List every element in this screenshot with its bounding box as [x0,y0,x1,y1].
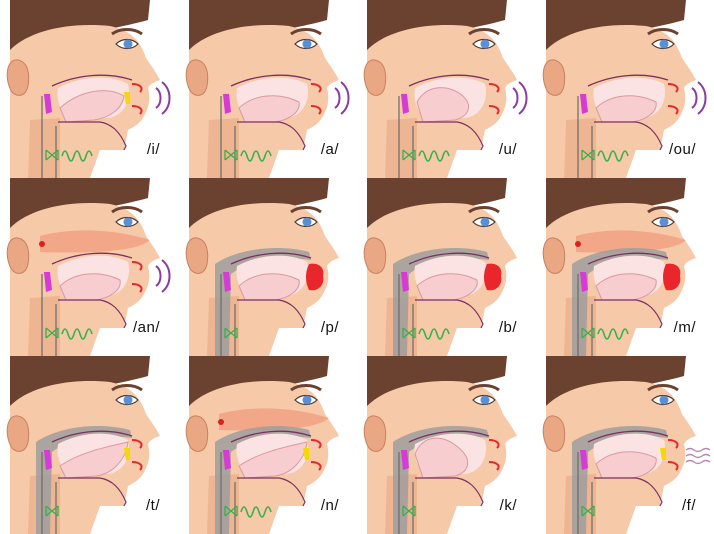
iris [124,396,133,405]
articulation-panel: /ou/ [536,0,714,178]
iris [303,40,312,49]
ear [7,238,28,274]
articulation-panel: /an/ [0,178,178,356]
articulation-panel: /p/ [179,178,357,356]
iris [481,40,490,49]
iris [124,218,133,227]
ear [7,60,28,96]
sound-wave-arc-1 [156,266,161,286]
articulation-panel: /n/ [179,356,357,534]
sound-wave-arc-1 [156,88,161,108]
phoneme-label: /an/ [133,319,160,336]
ear [543,60,564,96]
phoneme-label: /k/ [500,497,517,514]
iris [481,396,490,405]
ear [543,416,564,452]
sound-wave-arc-2 [698,82,706,114]
phoneme-label: /p/ [321,319,339,336]
iris [660,40,669,49]
sound-wave-arc-1 [335,88,340,108]
ear [186,60,207,96]
nasal-dot [39,241,45,247]
ear [364,416,385,452]
ear [543,238,564,274]
fricative-airflow [686,449,710,464]
neck-shadow [385,118,417,178]
articulation-panel: /i/ [0,0,178,178]
nasal-dot [218,419,224,425]
phoneme-label: /n/ [321,497,339,514]
neck-shadow [564,118,596,178]
ear [186,238,207,274]
sound-wave-arc-1 [513,88,518,108]
phoneme-label: /b/ [499,319,517,336]
articulation-panel: /b/ [357,178,535,356]
phoneme-label: /a/ [321,141,339,158]
neck-shadow [207,118,239,178]
ear [364,238,385,274]
neck-shadow [28,296,60,356]
sound-wave-arc-1 [692,88,697,108]
phoneme-label: /t/ [146,497,160,514]
closed-lips [484,264,501,291]
iris [660,218,669,227]
ear [364,60,385,96]
iris [124,40,133,49]
articulation-panel: /a/ [179,0,357,178]
phoneme-label: /u/ [499,141,517,158]
phoneme-label: /f/ [682,497,696,514]
sound-wave-arc-2 [162,260,170,292]
articulation-panel: /f/ [536,356,714,534]
closed-lips [663,264,680,291]
phoneme-label: /ou/ [669,141,696,158]
articulation-panel: /k/ [357,356,535,534]
ear [7,416,28,452]
articulation-panel: /u/ [357,0,535,178]
neck-shadow [28,118,60,178]
sound-wave-arc-2 [341,82,349,114]
nasal-dot [575,241,581,247]
closed-lips [306,264,323,291]
articulation-panel: /m/ [536,178,714,356]
iris [481,218,490,227]
articulation-panel: /t/ [0,356,178,534]
iris [303,218,312,227]
ear [186,416,207,452]
iris [303,396,312,405]
iris [660,396,669,405]
sound-wave-arc-2 [162,82,170,114]
phoneme-label: /i/ [147,141,160,158]
sound-wave-arc-2 [519,82,527,114]
phoneme-label: /m/ [674,319,696,336]
